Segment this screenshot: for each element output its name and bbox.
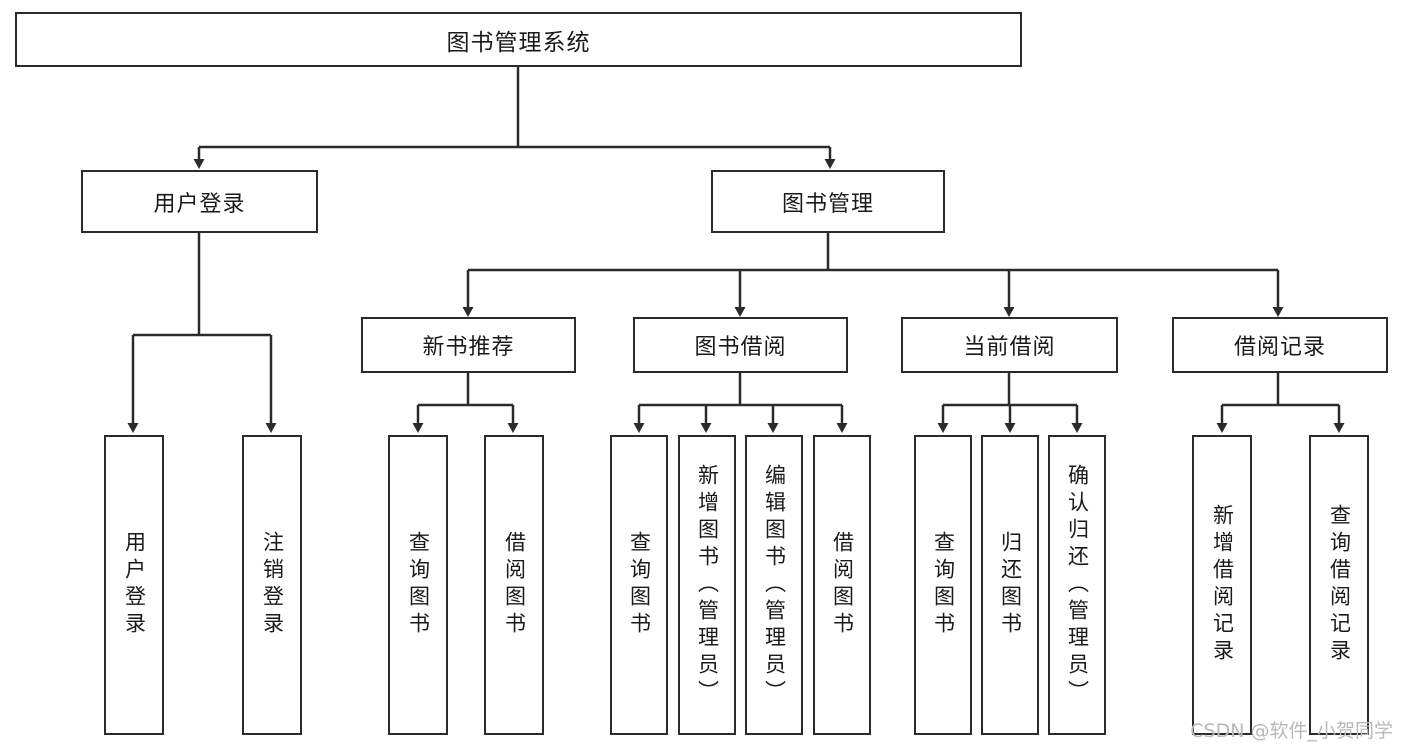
- leaf-new-book-query-book[interactable]: 查询图书: [388, 435, 448, 735]
- leaf-label: 查询图书: [406, 531, 431, 639]
- node-label: 图书管理: [781, 191, 874, 217]
- leaf-current-borrow-query-book[interactable]: 查询图书: [914, 435, 972, 735]
- leaf-label: 注销登录: [260, 531, 285, 639]
- leaf-label: 编辑图书（管理员）: [762, 463, 787, 707]
- node-label: 新书推荐: [422, 335, 515, 360]
- leaf-label: 查询图书: [627, 531, 652, 639]
- leaf-label: 用户登录: [122, 531, 147, 639]
- leaf-label: 借阅图书: [830, 531, 855, 639]
- leaf-label: 查询图书: [931, 531, 956, 639]
- leaf-book-borrow-edit-book-admin[interactable]: 编辑图书（管理员）: [745, 435, 803, 735]
- node-label: 图书管理系统: [446, 29, 591, 56]
- node-book-management[interactable]: 图书管理: [711, 170, 945, 233]
- node-borrow-record[interactable]: 借阅记录: [1172, 317, 1388, 373]
- leaf-book-borrow-add-book-admin[interactable]: 新增图书（管理员）: [678, 435, 736, 735]
- leaf-borrow-record-add-record[interactable]: 新增借阅记录: [1192, 435, 1252, 735]
- node-new-book-recommend[interactable]: 新书推荐: [361, 317, 576, 373]
- node-label: 借阅记录: [1233, 335, 1326, 360]
- leaf-current-borrow-return-book[interactable]: 归还图书: [981, 435, 1039, 735]
- leaf-borrow-record-query-record[interactable]: 查询借阅记录: [1309, 435, 1369, 735]
- leaf-current-borrow-confirm-return-admin[interactable]: 确认归还（管理员）: [1048, 435, 1106, 735]
- leaf-user-login-logout[interactable]: 注销登录: [242, 435, 302, 735]
- node-user-login[interactable]: 用户登录: [81, 170, 318, 233]
- node-root-book-management-system[interactable]: 图书管理系统: [15, 12, 1022, 67]
- node-label: 用户登录: [153, 191, 246, 217]
- leaf-label: 确认归还（管理员）: [1065, 463, 1090, 707]
- leaf-book-borrow-borrow-book[interactable]: 借阅图书: [813, 435, 871, 735]
- node-book-borrow[interactable]: 图书借阅: [633, 317, 848, 373]
- node-current-borrow[interactable]: 当前借阅: [901, 317, 1118, 373]
- leaf-label: 查询借阅记录: [1327, 504, 1352, 666]
- leaf-label: 借阅图书: [502, 531, 527, 639]
- node-label: 当前借阅: [963, 335, 1056, 360]
- csdn-watermark: CSDN @软件_小贺同学: [1190, 720, 1393, 742]
- leaf-label: 归还图书: [998, 531, 1023, 639]
- leaf-new-book-borrow-book[interactable]: 借阅图书: [484, 435, 544, 735]
- leaf-book-borrow-query-book[interactable]: 查询图书: [610, 435, 668, 735]
- leaf-user-login-login[interactable]: 用户登录: [104, 435, 164, 735]
- node-label: 图书借阅: [694, 335, 787, 360]
- leaf-label: 新增图书（管理员）: [695, 463, 720, 707]
- leaf-label: 新增借阅记录: [1210, 504, 1235, 666]
